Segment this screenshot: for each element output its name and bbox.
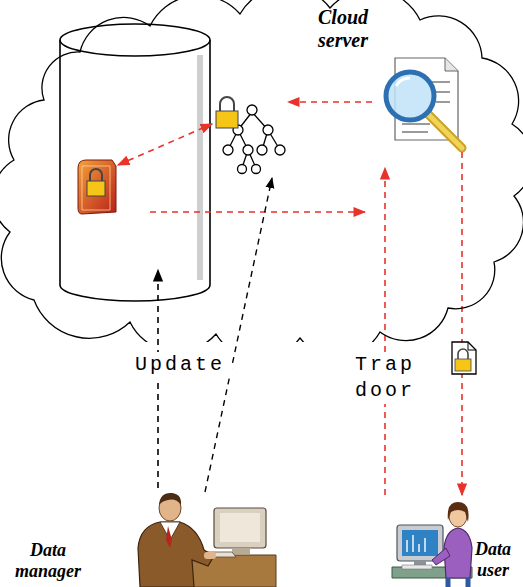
edge-label: Trap door (346, 352, 424, 404)
manager-figure (138, 493, 276, 587)
cloud-region: Cloud server (0, 0, 523, 342)
flow-arrow (157, 270, 159, 488)
node-label: Data user (465, 539, 521, 581)
node-label: Data manager (2, 540, 94, 582)
user-figure (392, 502, 472, 587)
flow-arrow (384, 168, 386, 495)
data-manager: Data manager (0, 488, 280, 587)
lock-icon (216, 97, 238, 128)
search-icon (386, 58, 462, 148)
data-user: Data user (380, 495, 523, 587)
edge-label: Update (128, 352, 232, 378)
cloud-outline (0, 0, 523, 342)
node-label: Cloud server (298, 6, 388, 52)
flow-arrow (461, 152, 463, 495)
encrypted-file (78, 160, 116, 214)
database-cylinder (60, 24, 210, 301)
internal-flow (118, 102, 372, 212)
